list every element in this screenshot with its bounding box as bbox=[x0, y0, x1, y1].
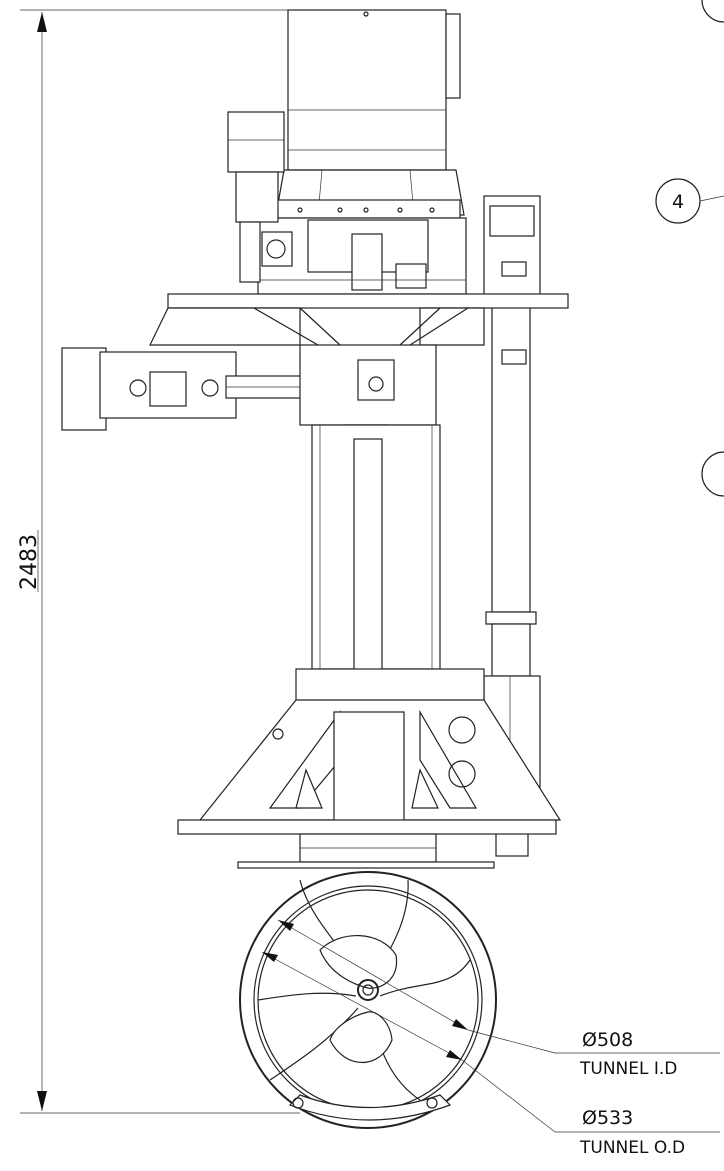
tunnel-id-value: Ø508 bbox=[582, 1029, 633, 1051]
lower-mounting-bracket bbox=[177, 668, 562, 863]
tunnel-od-value: Ø533 bbox=[582, 1107, 633, 1129]
item-balloon-partial-top bbox=[701, 0, 724, 23]
item-balloon-4-text: 4 bbox=[672, 191, 684, 213]
angle-gear-unit bbox=[61, 347, 307, 431]
motor-coupling-housing bbox=[257, 217, 467, 295]
tunnel-od-dimension: Ø533 TUNNEL O.D bbox=[261, 951, 720, 1158]
tunnel-od-label: TUNNEL O.D bbox=[579, 1138, 685, 1158]
height-dimension: 2483 bbox=[17, 9, 300, 1114]
item-balloon-partial-middle bbox=[701, 451, 724, 497]
item-balloon-4: 4 bbox=[655, 178, 724, 224]
top-mounting-plate bbox=[149, 293, 569, 346]
drive-shaft-tubes bbox=[311, 424, 441, 698]
thruster-tunnel bbox=[237, 861, 497, 1129]
electric-motor bbox=[271, 9, 465, 219]
tunnel-id-dimension: Ø508 TUNNEL I.D bbox=[277, 919, 720, 1079]
brake-unit bbox=[227, 111, 285, 283]
propeller bbox=[257, 879, 471, 1101]
tunnel-id-label: TUNNEL I.D bbox=[579, 1059, 677, 1079]
